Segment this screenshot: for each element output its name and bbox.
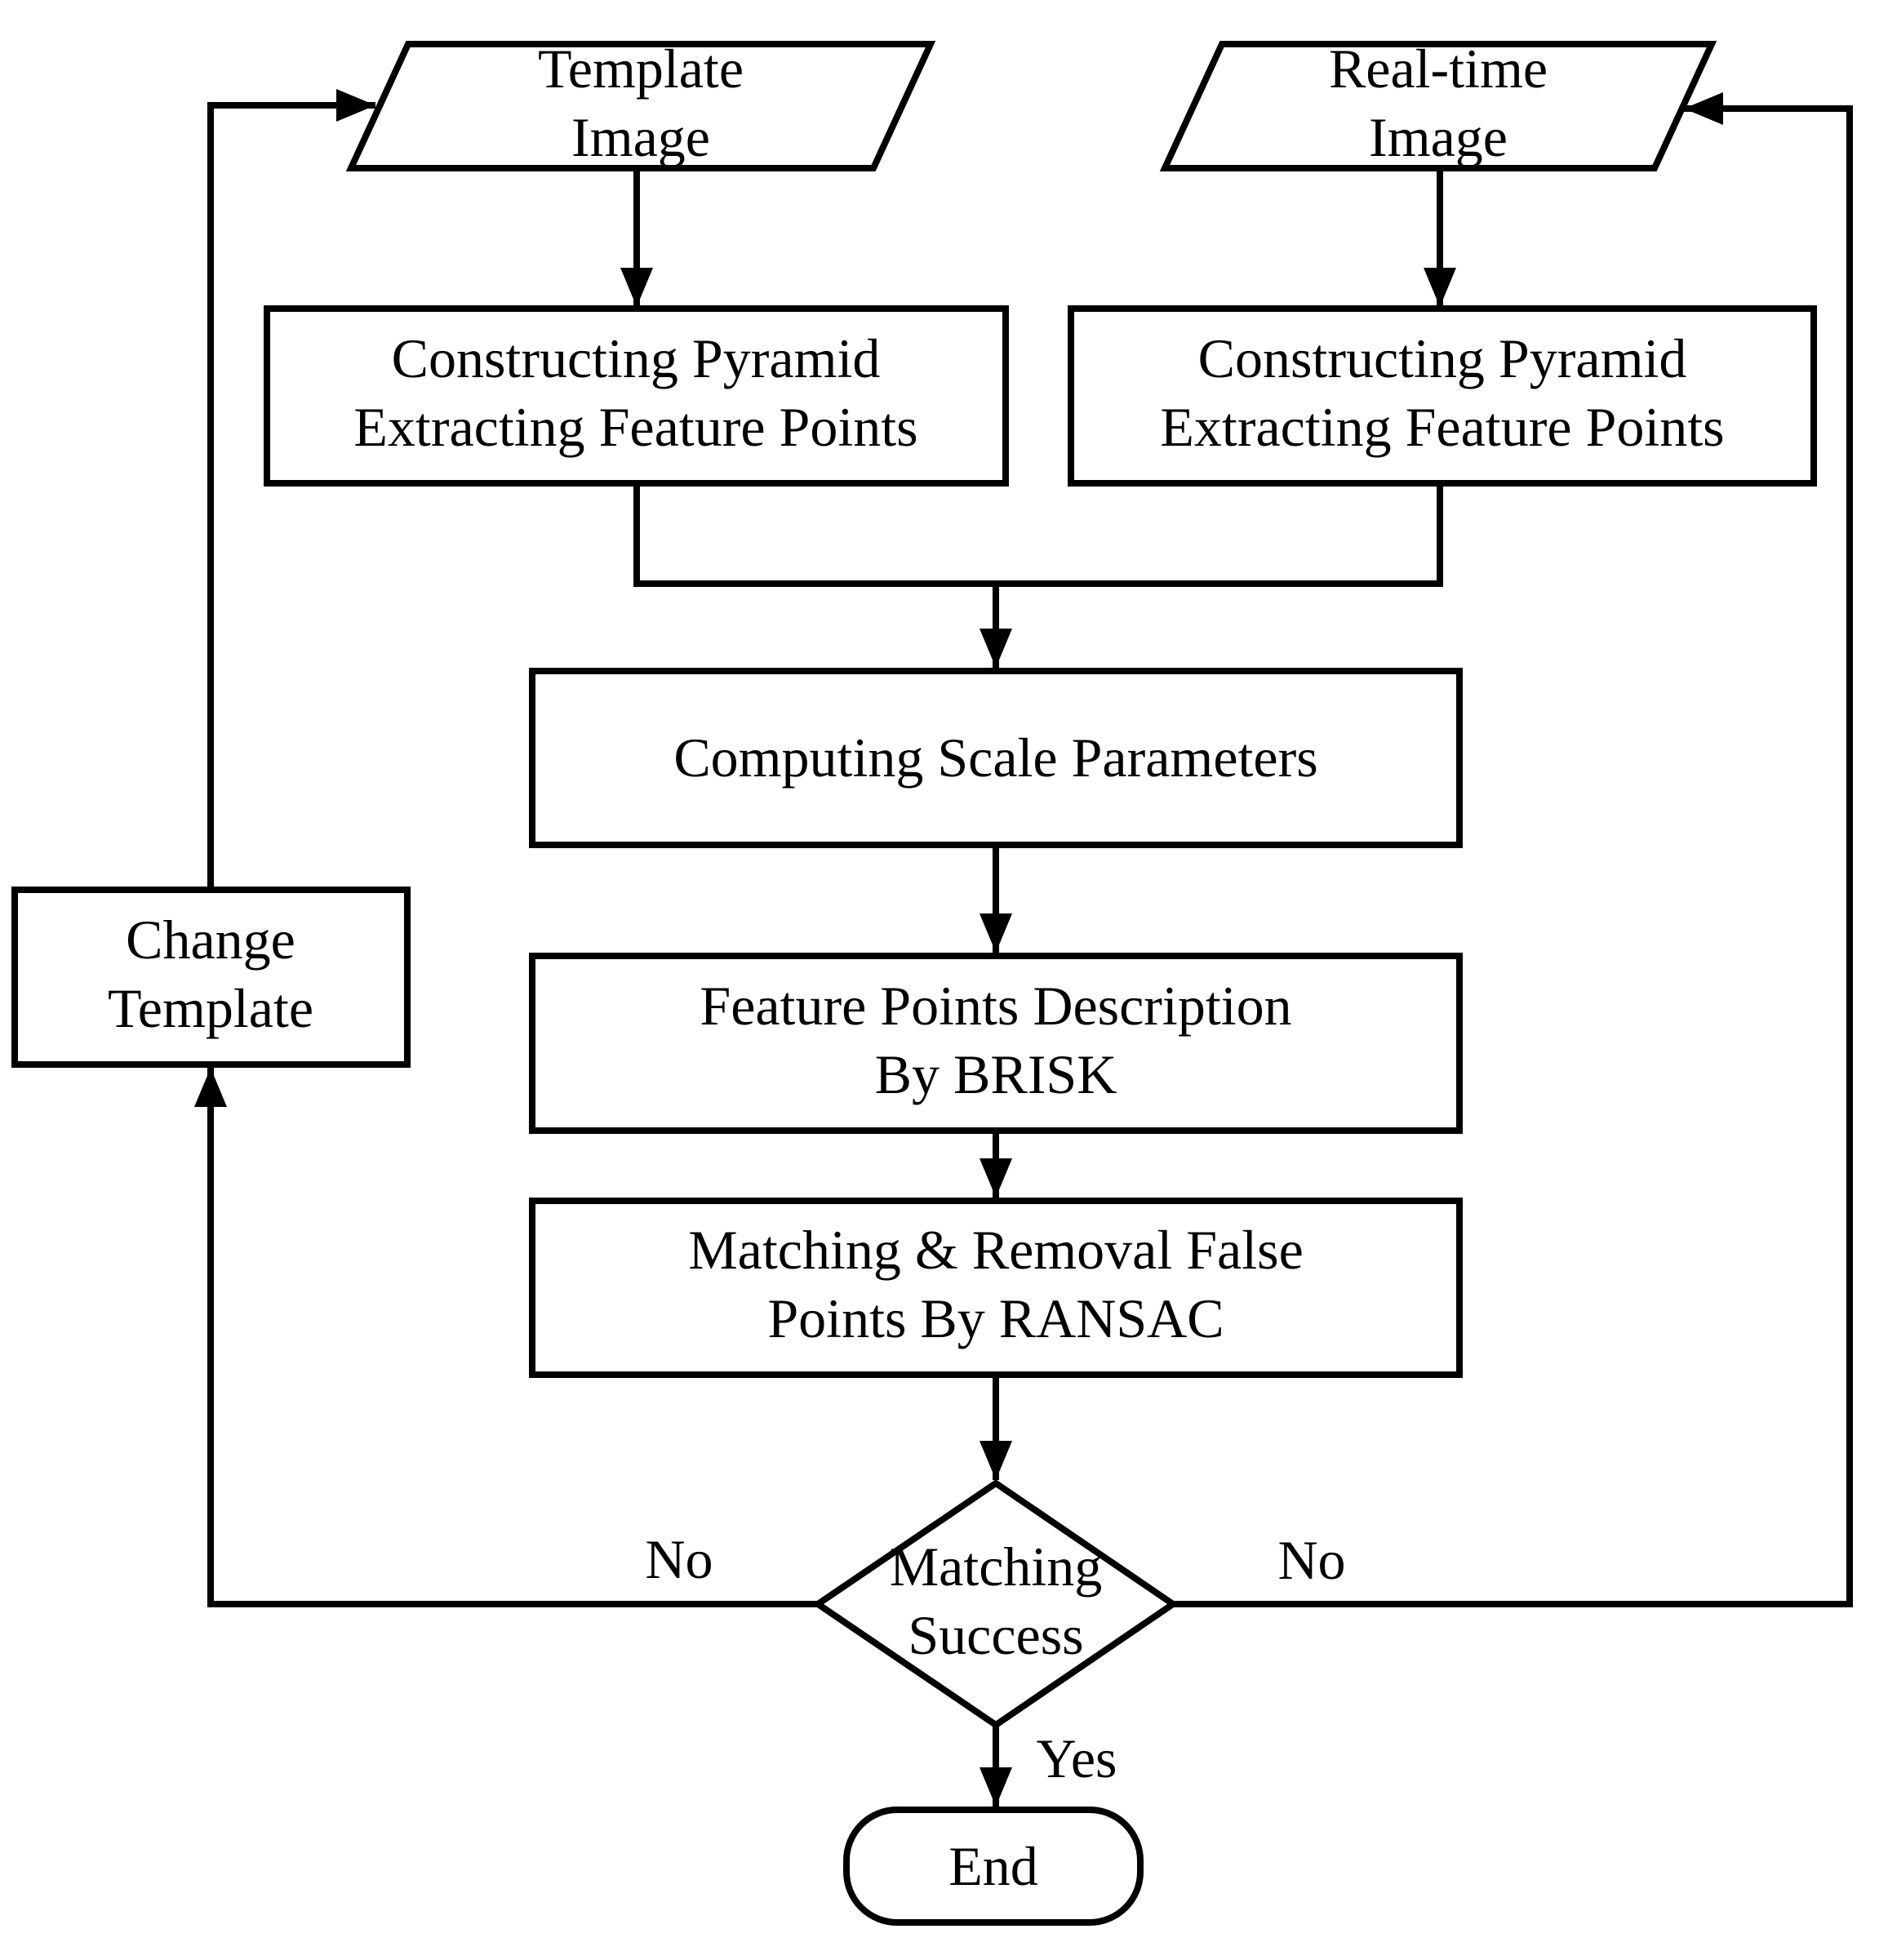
computing-scale-node xyxy=(529,668,1463,848)
brisk-description-label-line1: Feature Points Description xyxy=(700,975,1291,1037)
ransac-matching-label-line1: Matching & Removal False xyxy=(688,1219,1304,1281)
construct-pyramid-right-node xyxy=(1068,305,1817,487)
change-template-label-line1: Change xyxy=(126,909,295,971)
matching-success-label-line2: Success xyxy=(908,1604,1083,1666)
end-label: End xyxy=(948,1835,1038,1897)
matching-success-label-line1: Matching xyxy=(890,1536,1103,1598)
construct-left-label-line1: Constructing Pyramid xyxy=(392,327,881,389)
edge-merge-junction xyxy=(633,483,1443,587)
template-image-label-line2: Image xyxy=(571,106,710,168)
realtime-image-label-line1: Real-time xyxy=(1329,38,1548,100)
realtime-image-node xyxy=(1159,41,1717,171)
edge-decision-no-right-to-realtime-image xyxy=(1173,92,1853,1607)
edge-change-template-to-template-image xyxy=(207,89,375,890)
matching-success-decision-node xyxy=(811,1479,1179,1729)
ransac-matching-node xyxy=(529,1198,1463,1378)
edge-decision-no-left-to-change-template xyxy=(194,1068,818,1607)
construct-right-label-line1: Constructing Pyramid xyxy=(1198,327,1687,389)
no-left-edge-label: No xyxy=(645,1528,713,1590)
construct-pyramid-left-node xyxy=(264,305,1009,487)
ransac-matching-label-line2: Points By RANSAC xyxy=(767,1287,1224,1349)
computing-scale-label: Computing Scale Parameters xyxy=(673,727,1317,789)
yes-edge-label: Yes xyxy=(1037,1727,1117,1789)
no-right-edge-label: No xyxy=(1277,1529,1345,1591)
realtime-image-label-line2: Image xyxy=(1369,106,1508,168)
construct-left-label-line2: Extracting Feature Points xyxy=(353,396,917,458)
brisk-description-label-line2: By BRISK xyxy=(875,1043,1117,1105)
change-template-node xyxy=(11,887,411,1068)
template-image-node xyxy=(345,41,936,171)
end-node xyxy=(843,1807,1144,1926)
brisk-description-node xyxy=(529,953,1463,1134)
template-image-label-line1: Template xyxy=(538,38,744,100)
construct-right-label-line2: Extracting Feature Points xyxy=(1160,396,1724,458)
change-template-label-line2: Template xyxy=(108,977,313,1039)
